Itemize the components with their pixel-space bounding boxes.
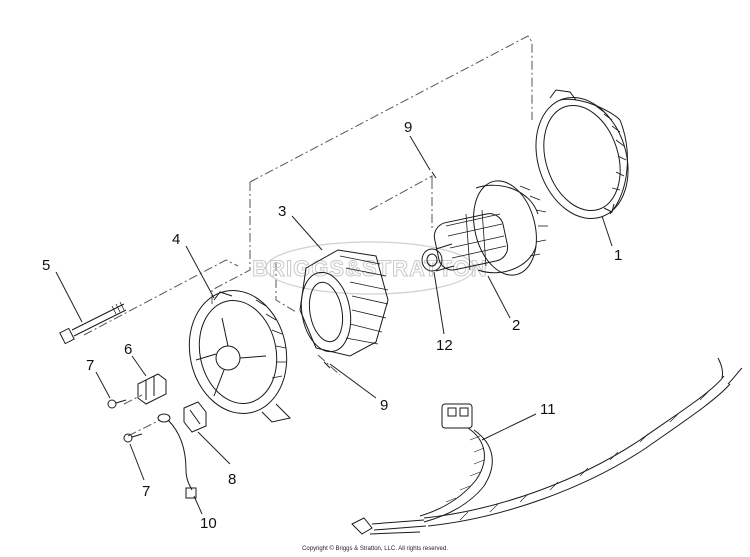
callout-9b: 9 [380,397,388,414]
copyright-notice: Copyright © Briggs & Stratton, LLC. All … [302,546,448,552]
wire-harness [351,357,743,535]
watermark-text: BRIGGS&STRATTON [252,256,487,281]
rear-housing [535,89,629,220]
callout-10: 10 [200,515,217,532]
bracket [183,401,207,433]
callout-6: 6 [124,341,132,358]
callout-12: 12 [436,337,453,354]
callout-11: 11 [540,401,556,418]
front-housing [188,290,291,423]
leader-lines [55,135,613,515]
callout-4: 4 [172,231,180,248]
shaft-bearing [421,243,455,272]
callout-1: 1 [614,247,622,264]
callout-8: 8 [228,471,236,488]
callout-9a: 9 [404,119,412,136]
brush-holder [137,373,167,405]
callout-2: 2 [512,317,520,334]
callout-5: 5 [42,257,50,274]
callout-3: 3 [278,203,286,220]
callout-7b: 7 [142,483,150,500]
watermark-logo: BRIGGS&STRATTON [252,241,487,295]
alignment-lines [83,35,533,437]
callout-7a: 7 [86,357,94,374]
screws [107,399,143,443]
dowel-pins [323,171,437,369]
through-bolt [59,301,127,345]
callout-labels: 1 2 3 4 5 6 7 7 8 9 9 10 11 12 [42,119,622,532]
ground-wire [157,413,197,499]
stator [299,249,389,357]
